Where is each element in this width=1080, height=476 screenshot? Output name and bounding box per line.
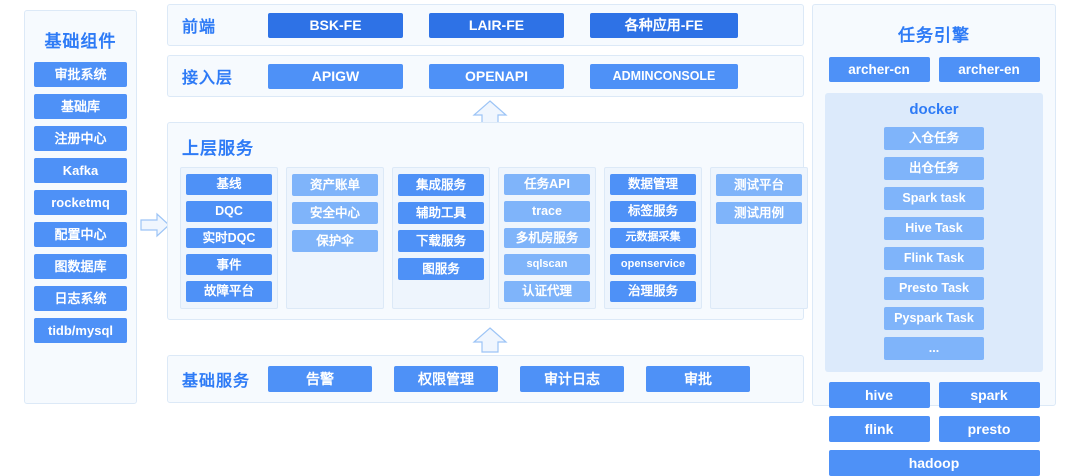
- basic-service-item[interactable]: 审批: [646, 366, 750, 392]
- upper-service-item[interactable]: 元数据采集: [610, 227, 696, 249]
- basic-component-item[interactable]: 注册中心: [34, 126, 127, 151]
- access-layer-item[interactable]: APIGW: [268, 63, 403, 89]
- upper-service-item[interactable]: sqlscan: [504, 254, 590, 276]
- upper-service-item[interactable]: 事件: [186, 254, 272, 276]
- frontend-item[interactable]: 各种应用-FE: [590, 12, 738, 38]
- upper-service-item[interactable]: 辅助工具: [398, 202, 484, 224]
- upper-service-item[interactable]: 数据管理: [610, 174, 696, 195]
- basic-service-item[interactable]: 权限管理: [394, 366, 498, 392]
- architecture-diagram: 基础组件 审批系统基础库注册中心 Kafka rocketmq 配置中心图数据库日志系…: [24, 4, 1056, 476]
- upper-service-item[interactable]: 故障平台: [186, 281, 272, 302]
- upper-service-item[interactable]: 保护伞: [292, 230, 378, 252]
- upper-service-item[interactable]: DQC: [186, 200, 272, 222]
- docker-title: docker: [909, 101, 959, 118]
- archer-item[interactable]: archer-cn: [828, 57, 930, 82]
- docker-task-item[interactable]: Flink Task: [884, 247, 984, 270]
- upper-service-item[interactable]: 下载服务: [398, 230, 484, 252]
- basic-components-panel: 基础组件 审批系统基础库注册中心 Kafka rocketmq 配置中心图数据库日志系…: [24, 10, 137, 404]
- upper-service-item[interactable]: 集成服务: [398, 174, 484, 196]
- basic-component-item[interactable]: Kafka: [34, 158, 127, 183]
- archer-list: archer-cn archer-en: [813, 57, 1055, 82]
- upper-services-column-5: 数据管理标签服务元数据采集 openservice 治理服务: [604, 167, 702, 309]
- basic-service-item[interactable]: 告警: [268, 366, 372, 392]
- access-layer-row: 接入层 APIGW OPENAPI ADMINCONSOLE: [167, 55, 804, 97]
- engine-list: hive spark flink presto hadoop: [813, 382, 1055, 476]
- basic-component-item[interactable]: tidb/mysql: [34, 318, 127, 343]
- archer-item[interactable]: archer-en: [938, 57, 1040, 82]
- docker-task-item[interactable]: Pyspark Task: [884, 307, 984, 330]
- upper-service-item[interactable]: trace: [504, 200, 590, 222]
- upper-service-item[interactable]: 治理服务: [610, 281, 696, 302]
- arrow-components-to-services-icon: [140, 212, 170, 238]
- basic-component-item[interactable]: 审批系统: [34, 62, 127, 87]
- upper-service-item[interactable]: 测试平台: [716, 174, 802, 196]
- upper-service-item[interactable]: 任务API: [504, 174, 590, 195]
- frontend-row-title: 前端: [182, 19, 217, 36]
- engine-item[interactable]: hive: [828, 382, 930, 408]
- engine-item[interactable]: spark: [938, 382, 1040, 408]
- upper-service-item[interactable]: 安全中心: [292, 202, 378, 224]
- basic-component-item[interactable]: 基础库: [34, 94, 127, 119]
- basic-components-title: 基础组件: [44, 32, 117, 51]
- docker-task-item[interactable]: 出仓任务: [884, 157, 984, 180]
- arrow-basic-to-services-icon: [472, 327, 508, 353]
- engine-item[interactable]: hadoop: [828, 450, 1040, 476]
- upper-services-column-4: 任务API trace 多机房服务 sqlscan 认证代理: [498, 167, 596, 309]
- docker-task-item[interactable]: Presto Task: [884, 277, 984, 300]
- engine-item[interactable]: presto: [938, 416, 1040, 442]
- frontend-row: 前端 BSK-FE LAIR-FE 各种应用-FE: [167, 4, 804, 46]
- access-layer-item[interactable]: ADMINCONSOLE: [590, 63, 738, 89]
- docker-task-item[interactable]: ...: [884, 337, 984, 360]
- basic-services-row-title: 基础服务: [182, 373, 251, 390]
- basic-services-chip-list: 告警权限管理审计日志审批: [268, 366, 750, 392]
- engine-item[interactable]: flink: [828, 416, 930, 442]
- basic-component-item[interactable]: 图数据库: [34, 254, 127, 279]
- upper-service-item[interactable]: 认证代理: [504, 281, 590, 302]
- basic-components-list: 审批系统基础库注册中心 Kafka rocketmq 配置中心图数据库日志系统 tidb…: [25, 62, 136, 343]
- basic-service-item[interactable]: 审计日志: [520, 366, 624, 392]
- upper-services-column-2: 资产账单安全中心保护伞: [286, 167, 384, 309]
- docker-task-item[interactable]: Hive Task: [884, 217, 984, 240]
- access-layer-row-title: 接入层: [182, 70, 234, 87]
- upper-service-item[interactable]: openservice: [610, 254, 696, 276]
- upper-service-item[interactable]: 基线: [186, 174, 272, 195]
- basic-component-item[interactable]: 日志系统: [34, 286, 127, 311]
- task-engine-panel: 任务引擎 archer-cn archer-en docker 入仓任务出仓任务 S…: [812, 4, 1056, 476]
- frontend-item[interactable]: BSK-FE: [268, 12, 403, 38]
- upper-service-item[interactable]: 实时DQC: [186, 227, 272, 249]
- docker-task-item[interactable]: Spark task: [884, 187, 984, 210]
- upper-service-item[interactable]: 图服务: [398, 258, 484, 280]
- basic-services-row: 基础服务 告警权限管理审计日志审批: [167, 355, 804, 403]
- frontend-item[interactable]: LAIR-FE: [429, 12, 564, 38]
- upper-services-column-3: 集成服务辅助工具下载服务图服务: [392, 167, 490, 309]
- upper-service-item[interactable]: 标签服务: [610, 200, 696, 222]
- upper-services-column-6: 测试平台测试用例: [710, 167, 808, 309]
- upper-service-item[interactable]: 多机房服务: [504, 227, 590, 249]
- docker-task-item[interactable]: 入仓任务: [884, 127, 984, 150]
- task-engine-title: 任务引擎: [898, 26, 970, 45]
- upper-services-column-1: 基线 DQC 实时DQC 事件故障平台: [180, 167, 278, 309]
- upper-services-title: 上层服务: [182, 139, 254, 158]
- access-layer-item[interactable]: OPENAPI: [429, 63, 564, 89]
- basic-component-item[interactable]: 配置中心: [34, 222, 127, 247]
- access-layer-chip-list: APIGW OPENAPI ADMINCONSOLE: [268, 63, 738, 89]
- upper-service-item[interactable]: 资产账单: [292, 174, 378, 196]
- frontend-chip-list: BSK-FE LAIR-FE 各种应用-FE: [268, 12, 738, 38]
- upper-service-item[interactable]: 测试用例: [716, 202, 802, 224]
- basic-component-item[interactable]: rocketmq: [34, 190, 127, 215]
